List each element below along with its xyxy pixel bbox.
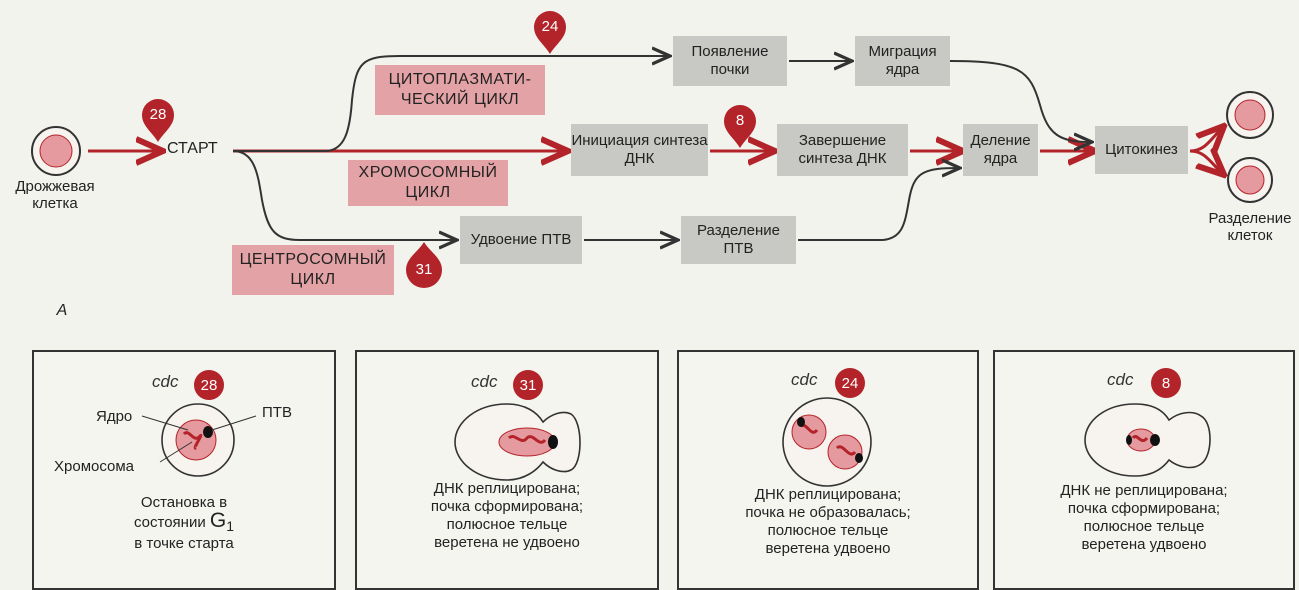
- caption-line: почка не образовалась;: [745, 504, 911, 521]
- caption-line-g1: состоянии G1: [34, 509, 334, 535]
- dna-completion-box: Завершение синтеза ДНК: [777, 124, 908, 176]
- bud-emergence-box: Появление почки: [673, 36, 787, 86]
- nucleus-division-box: Деление ядра: [963, 124, 1038, 176]
- caption-line: почка сформирована;: [1067, 500, 1221, 517]
- budded-cell-icon: [1084, 403, 1211, 477]
- cdc-number-badge: 31: [513, 370, 543, 400]
- nucleus-migration-box: Миграция ядра: [855, 36, 950, 86]
- panel-caption: ДНК реплицирована; почка сформирована; п…: [357, 480, 657, 552]
- marker-8: 8: [722, 102, 758, 148]
- caption-line: Остановка в: [140, 494, 228, 511]
- unbudded-cell-icon: [782, 397, 872, 487]
- marker-24: 24: [532, 8, 568, 54]
- cytokinesis-box: Цитокинез: [1095, 126, 1188, 174]
- cdc-number-badge: 28: [194, 370, 224, 400]
- daughter-cell-icon: [1227, 157, 1273, 203]
- chromosome-cycle-label: ХРОМОСОМНЫЙ ЦИКЛ: [348, 160, 508, 206]
- cdc-label: cdc: [791, 370, 818, 389]
- caption-line: веретена удвоено: [765, 540, 891, 557]
- caption-line: ДНК реплицирована;: [433, 480, 581, 497]
- start-label: СТАРТ: [167, 140, 218, 157]
- cdc-label: cdc: [152, 372, 179, 391]
- caption-line: почка сформирована;: [430, 498, 584, 515]
- panel-cdc28: cdc 28 Ядро ПТВ Хромосома Остановка в со…: [32, 350, 336, 590]
- panel-letter: А: [56, 302, 68, 319]
- ptv-separation-box: Разделение ПТВ: [681, 216, 796, 264]
- ptv-doubling-box: Удвоение ПТВ: [460, 216, 582, 264]
- yeast-cell-label: Дрожжевая клетка: [15, 178, 95, 212]
- cdc-label: cdc: [1107, 370, 1134, 389]
- panel-cdc24: cdc 24 ДНК реплицирована; почка не образ…: [677, 350, 979, 590]
- marker-31-text: 31: [415, 261, 433, 278]
- panel-cdc8: cdc 8 ДНК не реплицирована; почка сформи…: [993, 350, 1295, 590]
- cytoplasmic-cycle-label: ЦИТОПЛАЗМАТИ- ЧЕСКИЙ ЦИКЛ: [375, 65, 545, 115]
- dna-initiation-box: Инициация синтеза ДНК: [571, 124, 708, 176]
- marker-31: 31: [404, 240, 442, 288]
- panel-caption: ДНК не реплицирована; почка сформирована…: [995, 482, 1293, 554]
- ptv-label: ПТВ: [262, 404, 292, 421]
- caption-line: полюсное тельце: [767, 522, 889, 539]
- arrested-cell-icon: [141, 403, 257, 477]
- marker-24-text: 24: [541, 18, 559, 35]
- cdc-label: cdc: [471, 372, 498, 391]
- daughter-cell-icon: [1226, 91, 1274, 139]
- marker-28: 28: [140, 96, 176, 142]
- centrosome-cycle-label: ЦЕНТРОСОМНЫЙ ЦИКЛ: [232, 245, 394, 295]
- panel-caption: Остановка в состоянии G1 в точке старта: [34, 494, 334, 553]
- caption-line: веретена не удвоено: [434, 534, 580, 551]
- cdc-number-badge: 24: [835, 368, 865, 398]
- nucleus-label: Ядро: [96, 408, 133, 425]
- g1-subscript: 1: [226, 518, 235, 534]
- panel-cdc31: cdc 31 ДНК реплицирована; почка сформиро…: [355, 350, 659, 590]
- caption-line: веретена удвоено: [1081, 536, 1207, 553]
- g1-letter: G: [209, 509, 227, 532]
- cdc-number-badge: 8: [1151, 368, 1181, 398]
- caption-line: ДНК не реплицирована;: [1060, 482, 1228, 499]
- cell-separation-label: Разделение клеток: [1208, 210, 1292, 244]
- yeast-cell-icon: [31, 126, 81, 176]
- caption-line: полюсное тельце: [446, 516, 568, 533]
- budded-cell-icon: [454, 403, 581, 481]
- caption-line: полюсное тельце: [1083, 518, 1205, 535]
- flow-connectors: [31, 0, 1274, 330]
- chromosome-label: Хромосома: [54, 458, 135, 475]
- marker-8-text: 8: [735, 112, 745, 129]
- caption-line: состоянии: [133, 514, 206, 531]
- marker-28-text: 28: [149, 106, 167, 123]
- caption-line: ДНК реплицирована;: [754, 486, 902, 503]
- caption-line: в точке старта: [134, 535, 234, 552]
- panel-caption: ДНК реплицирована; почка не образовалась…: [679, 486, 977, 558]
